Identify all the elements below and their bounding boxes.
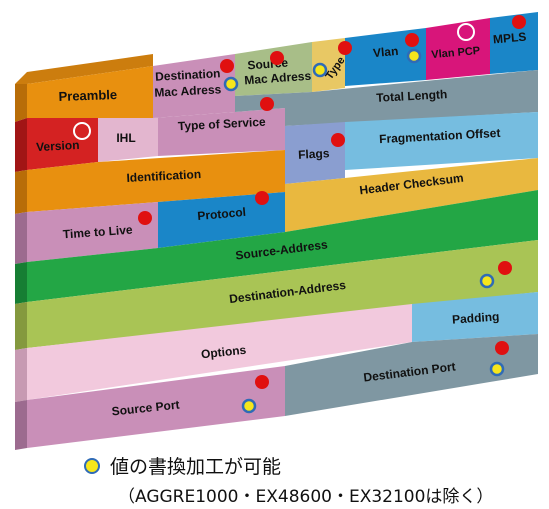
- yellow-markers: [223, 48, 505, 414]
- label-preamble: Preamble: [58, 87, 117, 104]
- legend: 値の書換加工が可能: [84, 452, 544, 479]
- yellow-marker: [479, 273, 495, 289]
- label-type-of-service: Type of Service: [178, 115, 267, 134]
- field-version: [27, 118, 98, 170]
- field-mpls: [490, 12, 538, 74]
- field-identification: [27, 150, 285, 212]
- label-vlan-pcp: Vlan PCP: [431, 45, 481, 61]
- white-ring-marker: [457, 23, 475, 41]
- label-version: Version: [36, 138, 80, 154]
- side-row-2: [15, 118, 27, 172]
- block-top-face: [15, 54, 153, 84]
- label-protocol: Protocol: [197, 205, 247, 223]
- red-marker: [331, 133, 345, 147]
- field-source-port: [27, 366, 285, 448]
- label-padding: Padding: [452, 309, 500, 326]
- red-marker: [512, 15, 526, 29]
- label-vlan: Vlan: [372, 44, 398, 60]
- label-destination-mac-line1: Destination: [155, 66, 221, 83]
- field-destination-address: [27, 240, 538, 348]
- field-options: [27, 304, 412, 400]
- field-padding: [412, 292, 538, 342]
- white-markers: [73, 23, 475, 140]
- label-options: Options: [200, 343, 247, 362]
- field-destination-mac: [153, 54, 235, 118]
- red-marker: [495, 341, 509, 355]
- label-fragmentation-offset: Fragmentation Offset: [379, 126, 501, 146]
- yellow-marker: [312, 62, 328, 78]
- label-total-length: Total Length: [376, 87, 448, 105]
- red-marker: [405, 33, 419, 47]
- field-header-checksum: [285, 158, 538, 232]
- yellow-marker: [241, 398, 257, 414]
- side-row-3: [15, 170, 27, 214]
- side-row-4: [15, 212, 27, 264]
- red-marker: [270, 51, 284, 65]
- field-preamble: [27, 66, 153, 118]
- label-ihl: IHL: [116, 131, 135, 145]
- red-marker: [255, 375, 269, 389]
- label-identification: Identification: [126, 167, 201, 185]
- side-row-1: [15, 84, 27, 122]
- field-protocol: [158, 192, 285, 248]
- red-marker: [260, 97, 274, 111]
- field-fragmentation-offset: [345, 112, 538, 170]
- label-time-to-live: Time to Live: [62, 223, 133, 242]
- field-time-to-live: [27, 202, 158, 262]
- field-type-of-service: [153, 108, 285, 156]
- field-source-address: [27, 190, 538, 302]
- white-ring-marker: [73, 122, 91, 140]
- side-row-7: [15, 348, 27, 402]
- label-flags: Flags: [298, 146, 330, 162]
- red-marker: [338, 41, 352, 55]
- field-type: [312, 38, 345, 92]
- field-flags: [285, 122, 345, 184]
- yellow-marker: [406, 48, 422, 64]
- red-marker: [498, 261, 512, 275]
- legend-note: （AGGRE1000・EX48600・EX32100は除く）: [118, 487, 494, 507]
- yellow-marker-icon: [84, 457, 100, 474]
- field-destination-port: [285, 334, 538, 416]
- legend-label: 値の書換加工が可能: [110, 456, 282, 478]
- label-source-mac-line2: Mac Adress: [244, 69, 312, 88]
- side-row-6: [15, 302, 27, 350]
- label-destination-mac-line2: Mac Adress: [154, 82, 222, 100]
- field-total-length: [235, 70, 538, 126]
- yellow-marker: [489, 361, 505, 377]
- yellow-marker: [223, 76, 239, 92]
- label-mpls: MPLS: [492, 30, 526, 47]
- side-row-5: [15, 262, 27, 304]
- red-markers: [138, 15, 526, 389]
- block-side-faces: [15, 84, 27, 450]
- field-source-mac: [235, 42, 312, 96]
- red-marker: [138, 211, 152, 225]
- red-marker: [255, 191, 269, 205]
- red-marker: [220, 59, 234, 73]
- side-row-8: [15, 400, 27, 450]
- field-ihl: [98, 118, 158, 162]
